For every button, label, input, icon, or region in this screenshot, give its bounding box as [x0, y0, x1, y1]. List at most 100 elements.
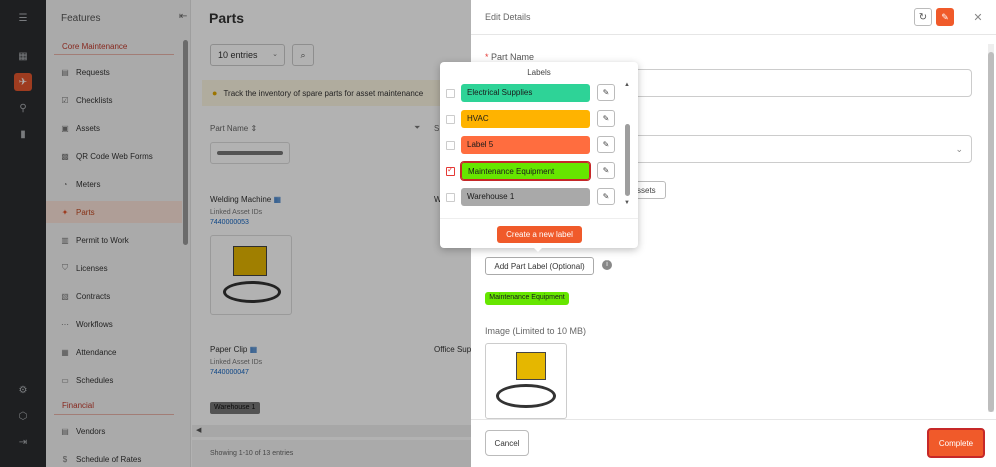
label-checkbox[interactable]: [446, 89, 455, 98]
chevron-left-icon[interactable]: ◀: [196, 427, 202, 434]
sidebar-item-workflows[interactable]: ⋯ Workflows: [46, 313, 182, 335]
horizontal-scrollbar[interactable]: ◀: [192, 425, 472, 437]
sidebar-item-checklists[interactable]: ☑Checklists: [46, 89, 182, 111]
edit-label-button[interactable]: ✎: [597, 136, 615, 153]
sidebar-item-contracts[interactable]: ▧Contracts: [46, 285, 182, 307]
label-text: Part Name: [491, 52, 535, 62]
label-tag: Warehouse 1: [210, 402, 260, 414]
edit-label-button[interactable]: ✎: [597, 188, 615, 205]
sidebar-item-label: Schedule of Rates: [76, 454, 142, 464]
sidebar-item-label: Requests: [76, 67, 110, 77]
part-category: W: [434, 195, 442, 204]
sidebar-item-meters[interactable]: ◔Meters: [46, 173, 182, 195]
linked-asset-id[interactable]: 7440000047: [210, 369, 249, 376]
pencil-icon: ✎: [602, 166, 610, 175]
selected-label-chip: Maintenance Equipment: [485, 292, 569, 305]
page-title: Parts: [209, 10, 245, 26]
chevron-down-icon: ⌄: [955, 144, 963, 154]
edit-label-button[interactable]: ✎: [597, 162, 615, 179]
table-footer: Showing 1-10 of 13 entries: [192, 440, 472, 467]
info-icon[interactable]: i: [602, 260, 612, 270]
label-row-selected: Maintenance Equipment ✎: [446, 161, 624, 182]
label-chip[interactable]: Electrical Supplies: [461, 84, 590, 102]
sidebar-item-parts[interactable]: ✦Parts: [46, 201, 182, 223]
scroll-down-icon[interactable]: ▼: [624, 200, 630, 206]
section-divider: [54, 54, 174, 55]
parts-icon: ✦: [61, 207, 69, 217]
filter-icon[interactable]: ⏷: [414, 123, 421, 132]
dashboard-icon[interactable]: ▦: [18, 50, 28, 62]
sidebar-item-permit[interactable]: ▥Permit to Work: [46, 229, 182, 251]
modal-backdrop[interactable]: [0, 0, 471, 467]
close-button[interactable]: ✕: [971, 8, 985, 26]
pencil-icon: ✎: [602, 88, 610, 97]
part-image-welding: [210, 235, 292, 315]
label-chip[interactable]: Label 5: [461, 136, 590, 154]
sidebar-scrollbar[interactable]: [183, 40, 188, 245]
sidebar-item-label: Permit to Work: [76, 235, 129, 245]
label-row: Label 5 ✎: [446, 136, 624, 156]
sidebar-item-vendors[interactable]: ▤Vendors: [46, 420, 182, 442]
edit-label-button[interactable]: ✎: [597, 110, 615, 127]
sidebar-item-schedule-of-rates[interactable]: $Schedule of Rates: [46, 448, 182, 467]
part-name-text: Paper Clip: [210, 345, 248, 354]
label-row: Electrical Supplies ✎: [446, 84, 624, 104]
label-chip[interactable]: Maintenance Equipment: [460, 161, 591, 181]
edit-button[interactable]: ✎: [936, 8, 954, 26]
chevron-down-icon: ⌄: [272, 51, 278, 58]
sidebar-item-label: Workflows: [76, 319, 113, 329]
qr-icon: ▩: [61, 151, 69, 161]
logout-icon[interactable]: ⇥: [18, 436, 28, 448]
header-divider: [471, 34, 996, 35]
complete-button[interactable]: Complete: [927, 428, 985, 458]
label-checkbox[interactable]: [446, 115, 455, 124]
popover-scrollbar[interactable]: ▲ ▼: [624, 82, 631, 212]
qr-code-icon[interactable]: ▦: [273, 195, 282, 204]
sidebar-item-schedules[interactable]: ▭Schedules: [46, 369, 182, 391]
workflow-icon: ⋯: [61, 319, 69, 329]
features-title: Features: [61, 13, 101, 24]
sidebar-item-attendance[interactable]: ▦Attendance: [46, 341, 182, 363]
sidebar-item-qr-forms[interactable]: ▩QR Code Web Forms: [46, 145, 182, 167]
add-part-label-button[interactable]: Add Part Label (Optional): [485, 257, 594, 275]
package-icon[interactable]: ⬡: [18, 410, 28, 422]
column-header-category[interactable]: S: [434, 124, 440, 133]
part-name-welding[interactable]: Welding Machine ▦: [210, 195, 281, 204]
part-thumbnail: [210, 142, 290, 164]
sidebar-item-label: Checklists: [76, 95, 113, 105]
label-chip[interactable]: Warehouse 1: [461, 188, 590, 206]
label-row: HVAC ✎: [446, 110, 624, 130]
qr-code-icon[interactable]: ▦: [249, 345, 258, 354]
edit-label-button[interactable]: ✎: [597, 84, 615, 101]
sidebar-item-label: Licenses: [76, 263, 108, 273]
maintenance-icon[interactable]: ✈: [14, 73, 32, 91]
part-image[interactable]: [485, 343, 567, 419]
cancel-button[interactable]: Cancel: [485, 430, 529, 456]
refresh-button[interactable]: ↻: [914, 8, 932, 26]
vendor-icon: ▤: [61, 426, 69, 436]
collapse-icon[interactable]: ⇤: [179, 11, 188, 22]
column-header-part-name[interactable]: Part Name ⇕: [210, 124, 258, 133]
drawer-scrollbar[interactable]: [988, 44, 994, 412]
part-name-paperclip[interactable]: Paper Clip ▦: [210, 345, 257, 354]
label-chip[interactable]: HVAC: [461, 110, 590, 128]
label-checkbox[interactable]: [446, 141, 455, 150]
menu-icon[interactable]: ☰: [18, 12, 28, 24]
search-button[interactable]: ⌕: [292, 44, 314, 66]
label-checkbox-checked[interactable]: [446, 165, 455, 176]
scroll-up-icon[interactable]: ▲: [624, 82, 630, 88]
sidebar-item-licenses[interactable]: ⛉Licenses: [46, 257, 182, 279]
sidebar-item-requests[interactable]: ▤Requests: [46, 61, 182, 83]
analytics-icon[interactable]: ▮: [20, 128, 26, 140]
close-icon: ✕: [973, 11, 983, 24]
linked-asset-id[interactable]: 7440000053: [210, 219, 249, 226]
hierarchy-icon[interactable]: ⚲: [19, 102, 27, 114]
sidebar-item-assets[interactable]: ▣Assets: [46, 117, 182, 139]
settings-icon[interactable]: ⚙: [18, 384, 28, 396]
label-checkbox[interactable]: [446, 193, 455, 202]
section-core-maintenance: Core Maintenance: [62, 42, 128, 51]
entries-select[interactable]: 10 entries ⌄: [210, 44, 285, 66]
create-label-button[interactable]: Create a new label: [497, 226, 582, 243]
entries-value: 10 entries: [218, 50, 258, 60]
scroll-thumb[interactable]: [625, 124, 630, 196]
